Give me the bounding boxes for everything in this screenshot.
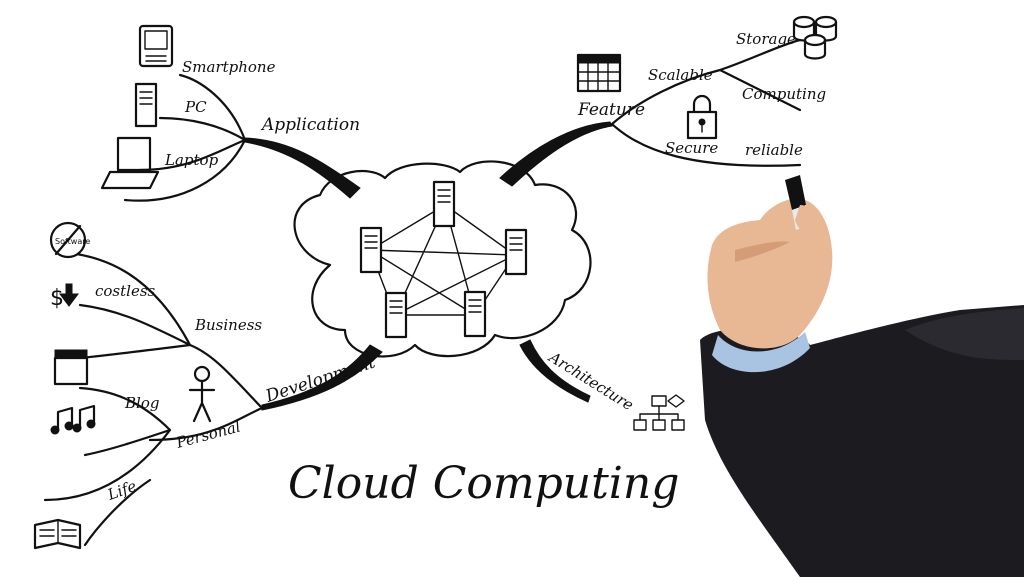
app-curve-outer: [123, 73, 247, 202]
branch-architecture: [519, 339, 591, 403]
cloud-shape: [293, 160, 592, 358]
costless-label: costless: [95, 282, 156, 300]
secure-label: Secure: [665, 139, 718, 157]
lock-icon: [686, 94, 718, 140]
server-icon: [504, 228, 528, 276]
scalable-label: Scalable: [648, 66, 713, 84]
suit-sleeve: [700, 305, 1024, 577]
personal-label: Personal: [173, 417, 242, 452]
laptop-icon: [100, 136, 160, 190]
music-notes-icon: [50, 404, 96, 435]
software-icon: Software: [49, 221, 90, 259]
hand: [707, 198, 833, 349]
reliable-label: reliable: [745, 141, 803, 159]
branch-application: [244, 137, 361, 199]
laptop-label: Laptop: [164, 151, 219, 169]
dollar-sign: $: [50, 286, 64, 311]
server-icon: [359, 226, 383, 274]
feature-curve: [610, 38, 802, 167]
storage-label: Storage: [736, 30, 796, 48]
smartphone-icon: [138, 24, 174, 68]
app-curve-inner: [138, 116, 247, 172]
pc-icon: [134, 82, 158, 128]
personal-curve: [43, 386, 172, 502]
server-network: [359, 180, 528, 339]
book-icon: [33, 518, 82, 550]
dollar-down-icon: $: [50, 283, 79, 311]
marker-pen: [785, 175, 806, 210]
life-curve: [83, 478, 152, 547]
person-icon: [188, 365, 216, 423]
business-curve: [58, 250, 192, 360]
database-icon: [792, 15, 838, 60]
calendar-icon: [576, 53, 622, 93]
server-icon: [432, 180, 456, 228]
development-curve: [148, 343, 264, 442]
diagram-title: Cloud Computing: [288, 458, 679, 509]
branch-feature: [499, 121, 613, 187]
server-icon: [384, 291, 408, 339]
smartphone-label: Smartphone: [182, 58, 276, 76]
flowchart-icon: [633, 394, 685, 431]
feature-label: Feature: [577, 100, 645, 120]
business-label: Business: [194, 316, 262, 334]
clapperboard-icon: [53, 349, 89, 386]
development-label: Development: [262, 352, 378, 407]
software-label: Software: [55, 237, 90, 246]
businessman-arm: [700, 175, 1024, 577]
shirt-cuff: [712, 332, 810, 373]
life-label: Life: [104, 477, 139, 504]
blog-label: Blog: [124, 394, 159, 412]
server-icon: [463, 290, 487, 338]
branch-development: [261, 344, 383, 411]
application-label: Application: [260, 115, 360, 135]
pc-label: PC: [184, 98, 207, 116]
computing-label: Computing: [742, 85, 826, 103]
